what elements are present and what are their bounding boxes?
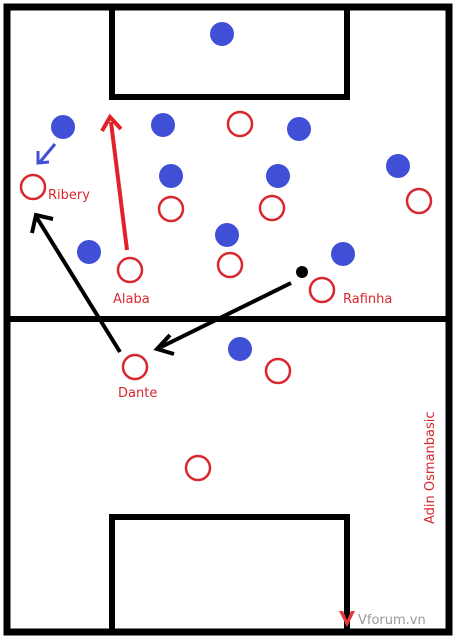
red-player — [405, 187, 433, 215]
top-penalty-box — [109, 7, 350, 100]
label-dante: Dante — [118, 386, 157, 401]
red-player — [184, 454, 212, 482]
red-player — [258, 194, 286, 222]
author-credit: Adin Osmanbasic — [423, 411, 438, 524]
label-alaba: Alaba — [113, 292, 150, 307]
label-ribery: Ribery — [48, 188, 90, 203]
red-player — [216, 251, 244, 279]
red-player — [157, 195, 185, 223]
red-player — [264, 357, 292, 385]
watermark: Vforum.vn — [339, 611, 426, 628]
blue-player — [266, 164, 290, 188]
blue-player — [159, 164, 183, 188]
ball — [296, 266, 308, 278]
blue-arrow-small — [36, 143, 57, 165]
red-player-ribery — [19, 173, 47, 201]
red-player-dante — [121, 353, 149, 381]
blue-player — [151, 113, 175, 137]
v-logo-icon — [339, 611, 355, 627]
label-rafinha: Rafinha — [343, 292, 392, 307]
bottom-penalty-box — [109, 514, 350, 632]
blue-player — [51, 115, 75, 139]
blue-player — [210, 22, 234, 46]
blue-player — [331, 242, 355, 266]
red-player — [226, 110, 254, 138]
blue-player — [386, 154, 410, 178]
red-team — [19, 110, 433, 482]
blue-player — [228, 337, 252, 361]
black-arrow-pass-to-dante — [153, 281, 292, 356]
black-arrow-dante-to-ribery — [30, 212, 122, 354]
watermark-text: Vforum.vn — [358, 613, 426, 628]
red-player-rafinha — [308, 276, 336, 304]
red-player-alaba — [116, 256, 144, 284]
blue-player — [215, 223, 239, 247]
red-arrow-alaba-run — [100, 113, 129, 251]
blue-team — [51, 22, 410, 361]
blue-player — [77, 240, 101, 264]
blue-player — [287, 117, 311, 141]
